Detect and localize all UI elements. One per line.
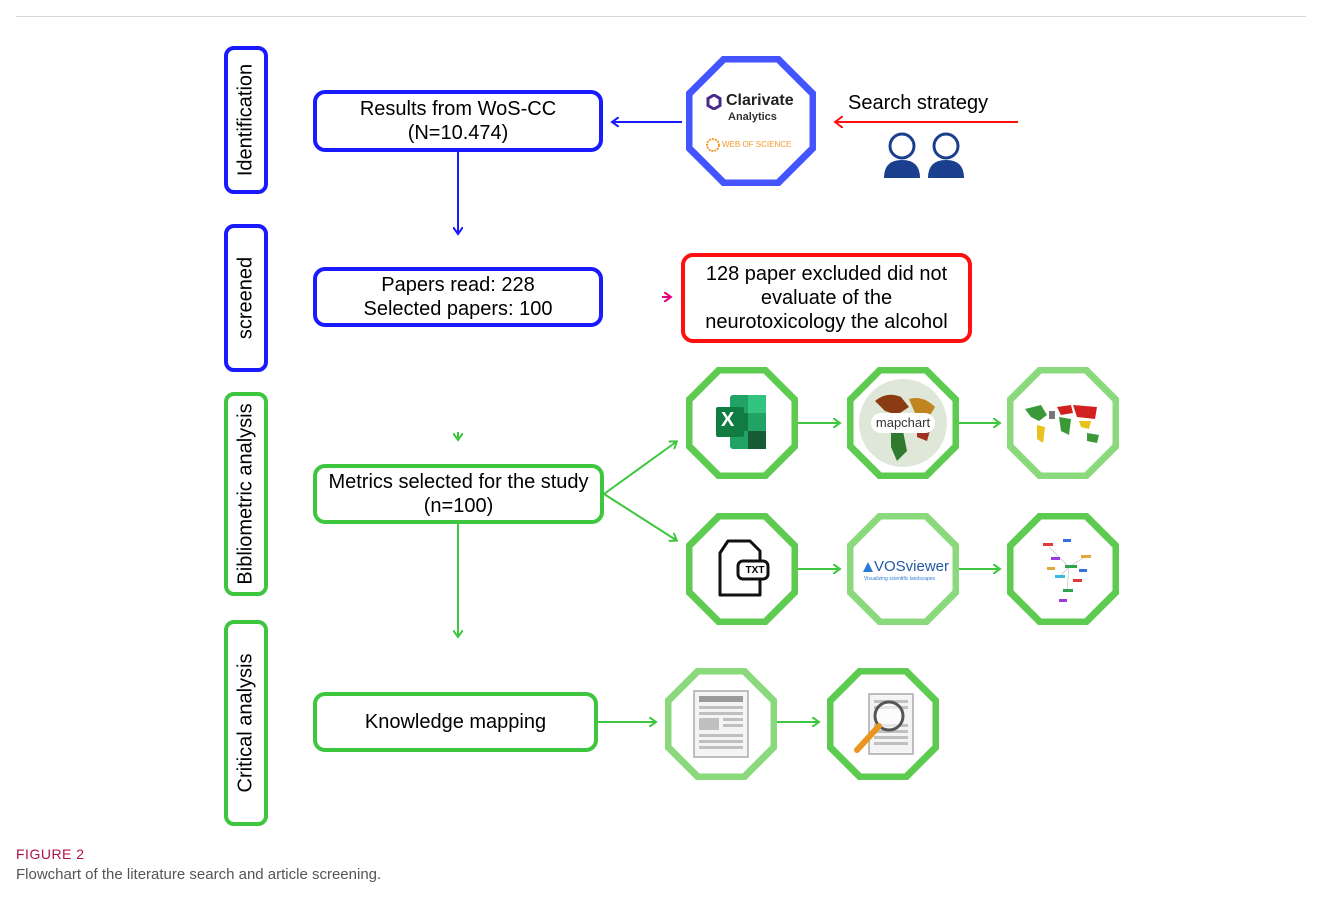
wos-results-box: Results from WoS-CC (N=10.474) [313,90,603,152]
excluded-line1: 128 paper excluded did not [705,263,948,285]
vosviewer-tagline: Visualizing scientific landscapes [864,576,936,582]
document-icon [693,690,749,758]
network-map-node [1007,513,1119,625]
txt-node: TXT [686,513,798,625]
search-strategy-label: Search strategy [848,92,989,114]
figure-frame [16,16,1306,903]
vosviewer-label: VOSviewer [874,558,950,575]
figure-caption: FIGURE 2 Flowchart of the literature sea… [16,846,1306,883]
phase-critical: Critical analysis [224,620,268,826]
mapchart-node: mapchart [847,367,959,479]
txt-file-icon [718,539,770,597]
wos-results-line1: Results from WoS-CC [359,98,557,120]
users-icon [884,132,964,178]
web-of-science-label: WEB OF SCIENCE [722,140,792,149]
network-map-icon [1043,539,1091,602]
phase-screened: screened [224,224,268,372]
figure-caption-text: Flowchart of the literature search and a… [16,866,382,883]
papers-read-line2: Selected papers: 100 [363,298,553,320]
excel-letter: X [721,409,735,431]
papers-read-box: Papers read: 228 Selected papers: 100 [313,267,603,327]
clarivate-mark-icon [706,94,722,110]
metrics-line1: Metrics selected for the study [328,471,589,493]
excel-node: X [686,367,798,479]
excluded-line2: evaluate of the [760,287,893,309]
figure-label: FIGURE 2 [16,846,85,862]
excluded-line3: neurotoxicology the alcohol [705,311,948,333]
world-map-icon [1025,405,1099,443]
web-of-science-icon [706,138,720,152]
excel-icon [716,395,766,449]
phase-bibliometric: Bibliometric analysis [224,392,268,596]
metrics-line2: (n=100) [423,495,494,517]
knowledge-mapping-label: Knowledge mapping [364,711,547,733]
world-map-node [1007,367,1119,479]
mapchart-label: mapchart [871,413,935,433]
review-node [827,668,939,780]
txt-label: TXT [745,565,765,576]
excluded-box: 128 paper excluded did not evaluate of t… [681,253,972,343]
phase-identification: Identification [224,46,268,194]
magnifier-document-icon [854,693,914,755]
knowledge-mapping-box: Knowledge mapping [313,692,598,752]
papers-read-line1: Papers read: 228 [381,274,535,296]
vosviewer-logo-icon [863,562,873,572]
metrics-box: Metrics selected for the study (n=100) [313,464,604,524]
document-node [665,668,777,780]
vosviewer-node: VOSviewer Visualizing scientific landsca… [847,513,959,625]
clarivate-analytics: Analytics [728,111,777,123]
clarivate-name: Clarivate [726,92,794,109]
clarivate-logo: Clarivate Analytics WEB OF SCIENCE [686,56,816,186]
wos-results-line2: (N=10.474) [407,122,509,144]
